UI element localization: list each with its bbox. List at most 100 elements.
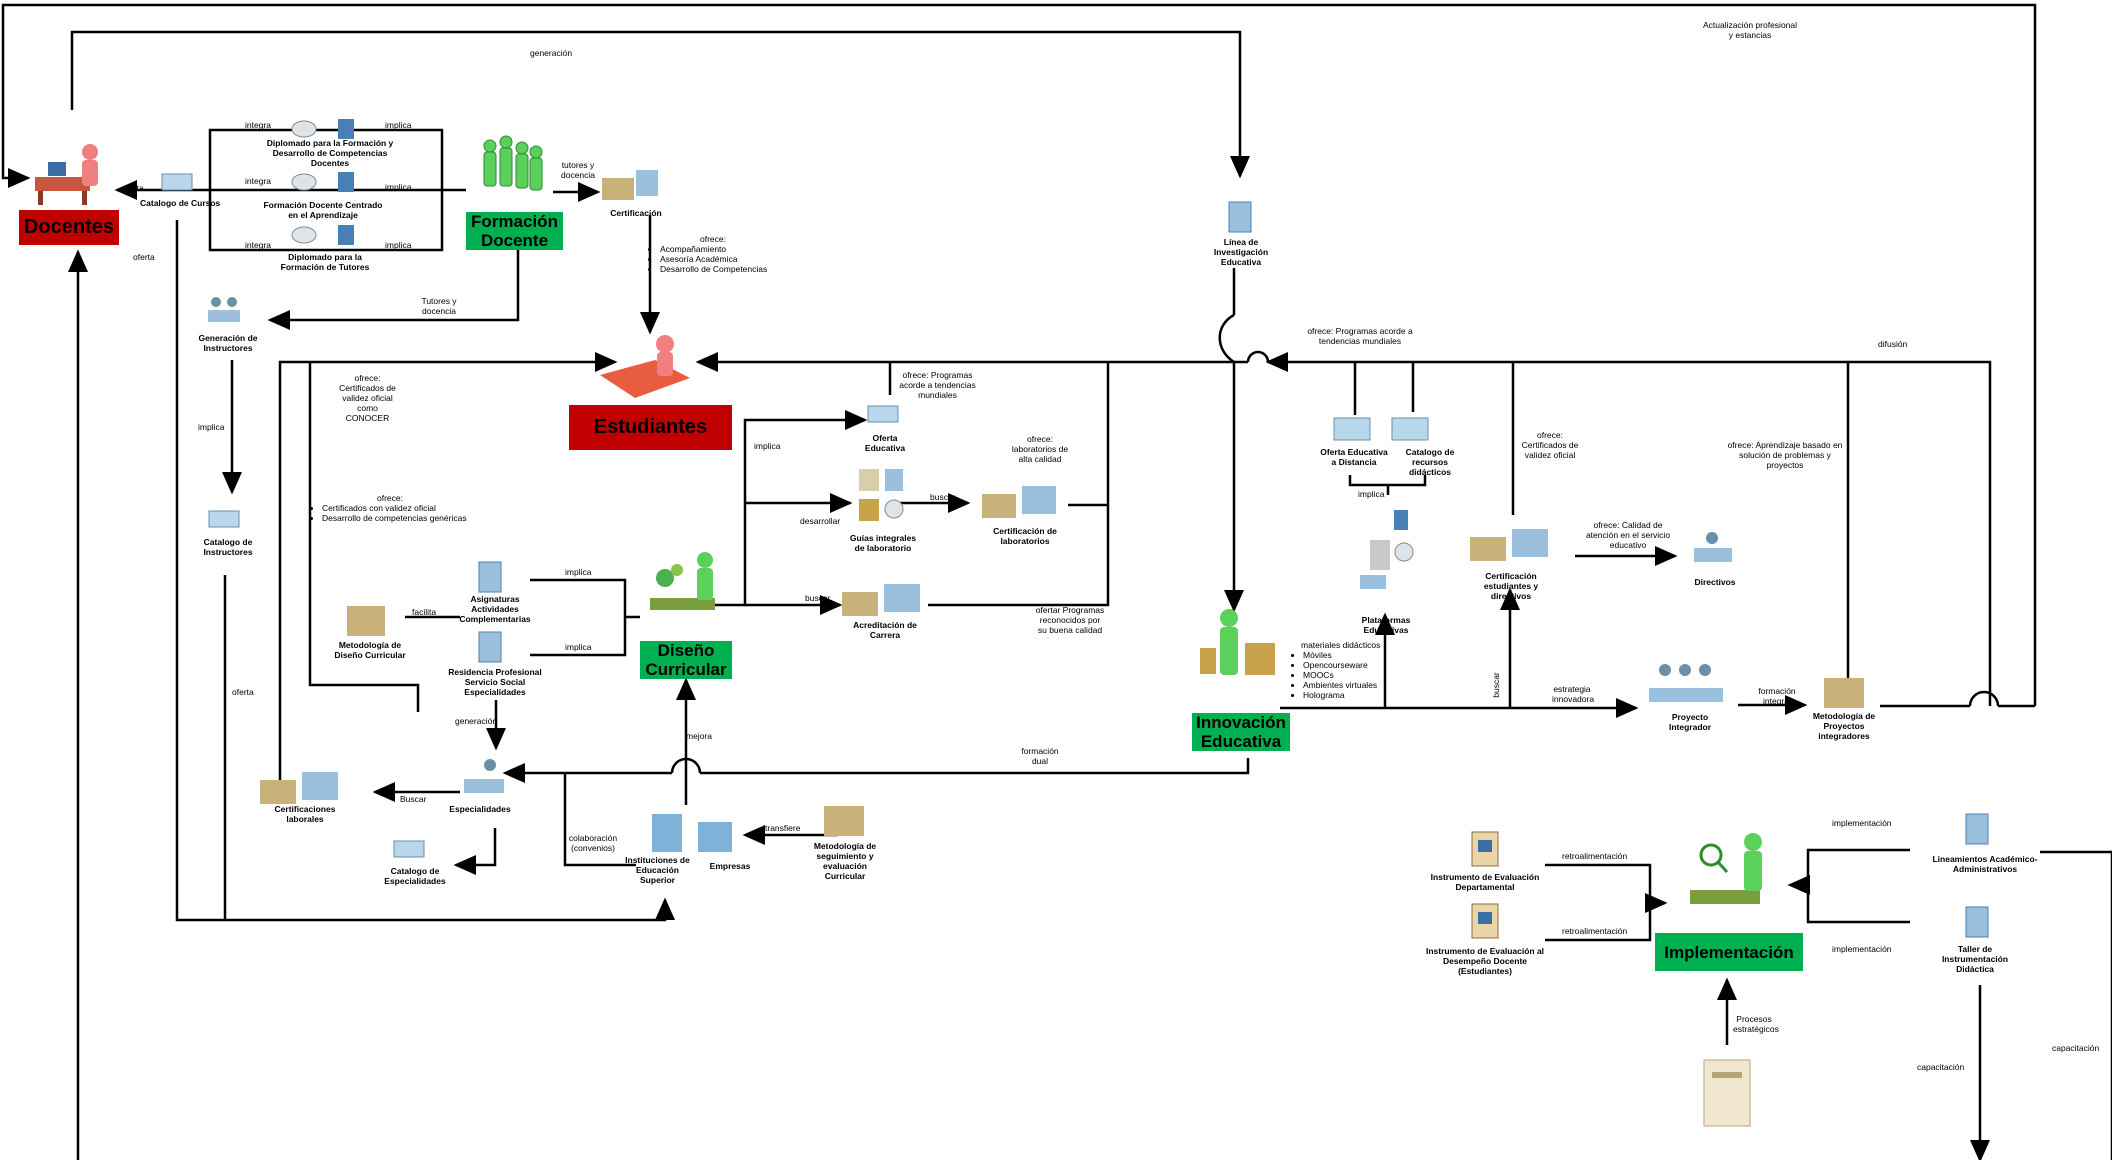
oferta-educativa-label: Oferta Educativa xyxy=(864,433,906,453)
taller-label: Taller de Instrumentación Didáctica xyxy=(1941,944,2009,974)
edge-ofrece-prog-mundiales: ofrece: Programas acorde a tendencias mu… xyxy=(1307,326,1413,346)
books-icon xyxy=(1824,678,1864,708)
disc-docs-icon xyxy=(291,225,354,245)
edge-difusion: difusión xyxy=(1878,339,1908,349)
edge-ofrece-calidad: ofrece: Calidad de atención en el servic… xyxy=(1585,520,1671,550)
empresas-label: Empresas xyxy=(709,861,751,871)
document-icon xyxy=(478,561,502,593)
metodologia-diseno-label: Metodología de Diseño Curricular xyxy=(334,640,406,660)
estudiantes-box[interactable]: Estudiantes xyxy=(569,405,732,450)
catalogo-cursos-label: Catalogo de Cursos xyxy=(140,198,221,208)
edge-buscar-cert: Buscar xyxy=(400,794,427,804)
edge-procesos: Procesos estratégicos xyxy=(1733,1014,1779,1034)
lab-kit-icon xyxy=(859,469,904,521)
edge-ofertar-programas: ofertar Programas reconocidos por su bue… xyxy=(1035,605,1105,635)
materiales-list: materiales didácticos Móviles Opencourse… xyxy=(1293,640,1380,700)
edge-oferta-docentes: oferta xyxy=(122,183,144,193)
stack-icon xyxy=(867,405,899,423)
edge-oferta-left: oferta xyxy=(133,252,155,262)
edge-implica-1: implica xyxy=(385,120,412,130)
designer-gears-icon xyxy=(650,552,715,610)
edge-formacion-dual: formación dual xyxy=(1021,746,1059,766)
books-certificate-icon xyxy=(982,486,1056,518)
list-item: Ambientes virtuales xyxy=(1303,680,1380,690)
edge-ofrece-lab: ofrece: laboratorios de alta calidad xyxy=(1011,434,1069,464)
edge-transfiere: transfiere xyxy=(765,823,801,833)
edge-integra-2: integra xyxy=(245,176,271,186)
list-item: Certificados con validez oficial xyxy=(322,503,467,513)
edge-implica-instr: implica xyxy=(198,422,225,432)
list-item: Opencourseware xyxy=(1303,660,1380,670)
implementacion-box[interactable]: Implementación xyxy=(1655,933,1803,971)
acreditacion-label: Acreditación de Carrera xyxy=(853,620,917,640)
edge-integra-3: integra xyxy=(245,240,271,250)
edge-ofrece-aprendizaje: ofrece: Aprendizaje basado en solución d… xyxy=(1727,440,1843,470)
left-ofrece-list: ofrece: Certificados con validez oficial… xyxy=(312,493,467,523)
edge-implica-oferta: implica xyxy=(754,441,781,451)
platforms-icon xyxy=(1360,510,1414,589)
proyecto-integrador-label: Proyecto Integrador xyxy=(1668,712,1712,732)
instrumento-desempeno-label: Instrumento de Evaluación al Desempeño D… xyxy=(1425,946,1545,976)
edge-implementacion-2: implementación xyxy=(1832,944,1892,954)
edge-ofrece-validez: ofrece: Certificados de validez oficial xyxy=(1521,430,1579,460)
innovacion-educativa-box[interactable]: Innovación Educativa xyxy=(1192,713,1290,751)
edge-buscar-lab: buscar xyxy=(930,492,956,502)
document-icon xyxy=(478,631,502,663)
catalogo-recursos-label: Catalogo de recursos didácticos xyxy=(1405,447,1455,477)
especialidades-label: Especialidades xyxy=(449,804,511,814)
edge-ofrece-tendencias: ofrece: Programas acorde a tendencias mu… xyxy=(899,370,976,400)
metodologia-proyectos-label: Metodología de Proyectos integradores xyxy=(1812,711,1876,741)
list-item: Desarrollo de competencias genéricas xyxy=(322,513,467,523)
edge-implica-asig: implica xyxy=(565,567,592,577)
cert-laborales-label: Certificaciones laborales xyxy=(274,804,336,824)
list-title: ofrece: xyxy=(700,234,726,244)
edge-estrategia: estrategia innovadora xyxy=(1552,684,1595,704)
team-icon xyxy=(1649,664,1723,702)
asignaturas-label: Asignaturas Actividades Complementarias xyxy=(459,594,531,624)
teacher-desk-icon xyxy=(35,144,98,205)
meeting-icon xyxy=(208,297,240,322)
diplomado-tutores-label: Diplomado para la Formación de Tutores xyxy=(280,252,370,272)
certificacion-ofrece-list: ofrece: Acompañamiento Asesoría Académic… xyxy=(650,234,767,274)
edge-colaboracion: colaboración (convenios) xyxy=(568,833,618,853)
people-group-icon xyxy=(483,135,543,191)
document-icon xyxy=(1228,201,1252,233)
instrumento-departamental-label: Instrumento de Evaluación Departamental xyxy=(1430,872,1540,892)
edge-implica-plat: implica xyxy=(1358,489,1385,499)
linea-investigacion-label: Línea de Investigación Educativa xyxy=(1213,237,1269,267)
clipboard-icon xyxy=(1471,903,1499,939)
stack-icon xyxy=(161,173,193,191)
metodologia-seguimiento-label: Metodología de seguimiento y evaluación … xyxy=(813,841,877,881)
diseno-curricular-box[interactable]: Diseño Curricular xyxy=(640,641,732,679)
edge-formacion-integral: formación integral xyxy=(1758,686,1796,706)
edge-integra-1: integra xyxy=(245,120,271,130)
catalogo-instructores-label: Catalogo de Instructores xyxy=(203,537,253,557)
edge-implica-2: implica xyxy=(385,182,412,192)
edge-tutores-docencia-1: tutores y docencia xyxy=(560,160,596,180)
books-certificate-icon xyxy=(602,170,658,200)
edge-buscar-innov: buscar xyxy=(1490,672,1501,698)
student-desk-icon xyxy=(600,335,690,398)
catalogo-especialidades-label: Catalogo de Especialidades xyxy=(384,866,446,886)
edge-implica-3: implica xyxy=(385,240,412,250)
list-item: Móviles xyxy=(1303,650,1380,660)
edge-capacitacion-2: capacitación xyxy=(2052,1043,2100,1053)
document-icon xyxy=(1965,906,1989,938)
books-certificate-icon xyxy=(1470,529,1548,561)
edge-actualizacion: Actualización profesional y estancias xyxy=(1702,20,1798,40)
list-item: Acompañamiento xyxy=(660,244,767,254)
diplomado-formacion-label: Diplomado para la Formación y Desarrollo… xyxy=(266,138,394,168)
edge-ofrece-conocer: ofrece: Certificados de validez oficial … xyxy=(339,373,396,423)
formacion-docente-box[interactable]: Formación Docente xyxy=(466,212,563,250)
docentes-box[interactable]: Docentes xyxy=(19,210,119,245)
edge-mejora: mejora xyxy=(686,731,712,741)
books-certificate-icon xyxy=(260,772,338,804)
model-book-icon xyxy=(1703,1059,1751,1127)
list-title: materiales didácticos xyxy=(1301,640,1381,650)
edge-capacitacion-1: capacitación xyxy=(1917,1062,1965,1072)
list-item: MOOCs xyxy=(1303,670,1380,680)
edge-retroalimentacion-2: retroalimentación xyxy=(1562,926,1628,936)
innovator-icon xyxy=(1200,609,1275,675)
implementer-icon xyxy=(1690,833,1762,904)
